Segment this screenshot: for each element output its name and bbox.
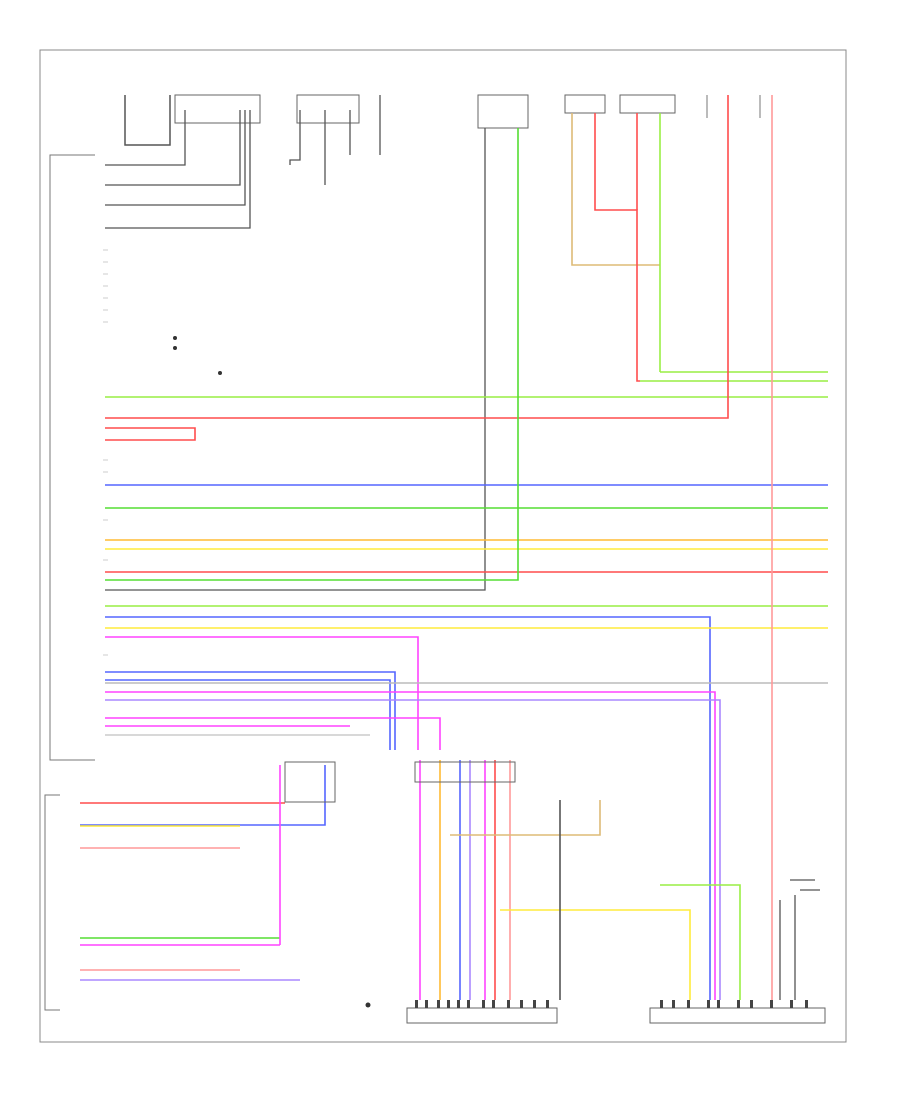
wire-blue-low bbox=[80, 765, 326, 826]
ground-icon bbox=[365, 1002, 371, 1008]
top-components bbox=[124, 94, 761, 146]
left-harness-bracket bbox=[49, 154, 95, 761]
wire-red-1 bbox=[105, 95, 729, 419]
wire-blue-4 bbox=[105, 679, 391, 750]
top-left-bracket bbox=[124, 95, 171, 146]
ground-icon bbox=[218, 371, 222, 375]
center-module-wires bbox=[419, 760, 741, 1000]
bottom-module-center bbox=[406, 1007, 558, 1024]
component-box-4 bbox=[564, 94, 606, 114]
component-box-3 bbox=[477, 94, 529, 129]
wire-blue-3 bbox=[105, 671, 396, 750]
wire-violet-1 bbox=[105, 699, 721, 1000]
fuse-bracket-1 bbox=[706, 95, 761, 118]
wire-green-3 bbox=[105, 128, 519, 581]
ground-symbols bbox=[173, 336, 371, 1008]
wire-red-loop bbox=[105, 427, 196, 441]
component-box-1 bbox=[174, 94, 261, 124]
wire-orange-v bbox=[571, 113, 660, 266]
bottom-module-right bbox=[649, 1007, 826, 1024]
wire-magenta-1 bbox=[105, 636, 419, 750]
center-relay-box-1 bbox=[284, 761, 336, 803]
center-relay-box-2 bbox=[414, 761, 516, 783]
bottom-left-bracket bbox=[44, 794, 60, 1011]
ground-icon bbox=[173, 346, 177, 350]
diagram-frame bbox=[39, 49, 847, 1043]
horizontal-wires bbox=[105, 95, 828, 1000]
component-box-5 bbox=[619, 94, 676, 114]
wire-magenta-3 bbox=[105, 717, 441, 750]
bottom-connector-pins bbox=[415, 1000, 808, 1008]
wire-red-v1 bbox=[594, 113, 640, 382]
lower-left-wires bbox=[80, 765, 326, 981]
component-box-2 bbox=[296, 94, 360, 124]
wire-blue-2 bbox=[105, 616, 711, 1000]
top-right-wires bbox=[571, 95, 773, 1000]
right-black-wires bbox=[779, 879, 820, 1000]
wire-magenta-2 bbox=[105, 691, 716, 1000]
top-black-wires bbox=[105, 95, 486, 591]
ground-icon bbox=[173, 336, 177, 340]
left-pin-column bbox=[103, 249, 108, 656]
